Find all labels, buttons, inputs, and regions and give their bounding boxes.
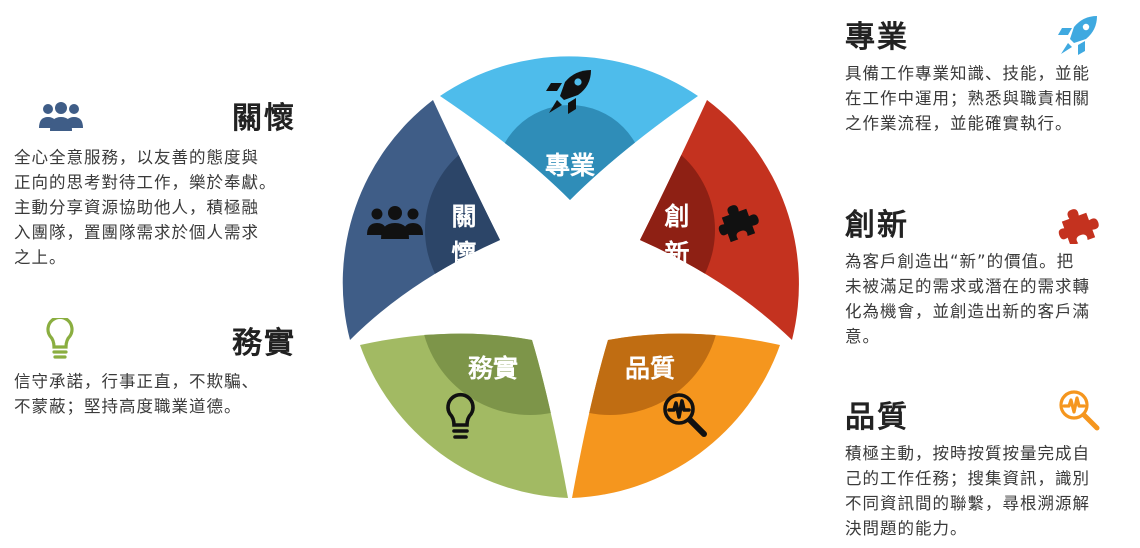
magnifier-icon [1059,390,1100,431]
desc-line: 信守承諾，行事正直，不欺騙、 [14,372,259,391]
practical-description: 信守承諾，行事正直，不欺騙、 不蒙蔽；堅持高度職業道德。 [14,369,324,419]
team-icon [367,206,423,239]
segment-inner [495,105,645,200]
wheel-segment-practical: 務實 [360,333,568,498]
desc-line: 己的工作任務；搜集資訊，識別 [845,469,1090,488]
values-wheel: 專業 創 新 品質 務實 [342,56,799,498]
wheel-segment-quality: 品質 [572,333,780,498]
professional-title: 專業 [845,20,909,55]
desc-line: 不同資訊間的聯繫，尋根溯源解 [845,494,1090,513]
desc-line: 未被滿足的需求或潛在的需求轉 [845,277,1090,296]
lightbulb-icon [446,392,475,439]
desc-line: 在工作中運用；熟悉與職責相關 [845,89,1090,108]
innovation-title: 創新 [845,208,909,243]
practical-title: 務實 [232,326,296,361]
care-description: 全心全意服務，以友善的態度與 正向的思考對待工作，樂於奉獻。 主動分享資源協助他… [14,145,324,270]
segment-inner [420,333,568,415]
segment-inner [572,333,720,415]
desc-line: 入團隊，置團隊需求於個人需求 [14,223,259,242]
desc-line: 之作業流程，並能確實執行。 [845,114,1073,133]
desc-line: 積極主動，按時按質按量完成自 [845,444,1090,463]
segment-label: 關 [451,202,476,231]
desc-line: 之上。 [14,248,67,267]
desc-line: 具備工作專業知識、技能，並能 [845,64,1090,83]
puzzle-icon [1058,209,1099,244]
segment-label: 品質 [625,354,675,383]
rocket-icon [1058,16,1097,55]
desc-line: 為客戶創造出“新”的價值。把 [845,252,1075,271]
magnifier-icon [663,393,707,437]
team-icon [39,102,83,131]
segment-label: 創 [664,202,689,231]
rocket-icon [546,70,591,114]
professional-description: 具備工作專業知識、技能，並能 在工作中運用；熟悉與職責相關 之作業流程，並能確實… [845,61,1140,136]
desc-line: 化為機會，並創造出新的客戶滿 [845,302,1090,321]
desc-line: 全心全意服務，以友善的態度與 [14,148,259,167]
lightbulb-icon [46,318,74,359]
desc-line: 正向的思考對待工作，樂於奉獻。 [14,173,277,192]
segment-label: 懷 [451,239,476,268]
innovation-description: 為客戶創造出“新”的價值。把 未被滿足的需求或潛在的需求轉 化為機會，並創造出新… [845,249,1140,349]
segment-label: 務實 [468,354,518,383]
segment-label: 專業 [545,151,595,180]
quality-description: 積極主動，按時按質按量完成自 己的工作任務；搜集資訊，識別 不同資訊間的聯繫，尋… [845,441,1140,541]
desc-line: 意。 [845,327,880,346]
segment-label: 新 [664,239,689,268]
care-title: 關懷 [232,101,296,136]
desc-line: 不蒙蔽；堅持高度職業道德。 [14,397,242,416]
wheel-segment-professional: 專業 [440,56,698,200]
quality-title: 品質 [845,400,909,435]
desc-line: 決問題的能力。 [845,519,968,538]
puzzle-icon [718,205,759,243]
desc-line: 主動分享資源協助他人，積極融 [14,198,259,217]
